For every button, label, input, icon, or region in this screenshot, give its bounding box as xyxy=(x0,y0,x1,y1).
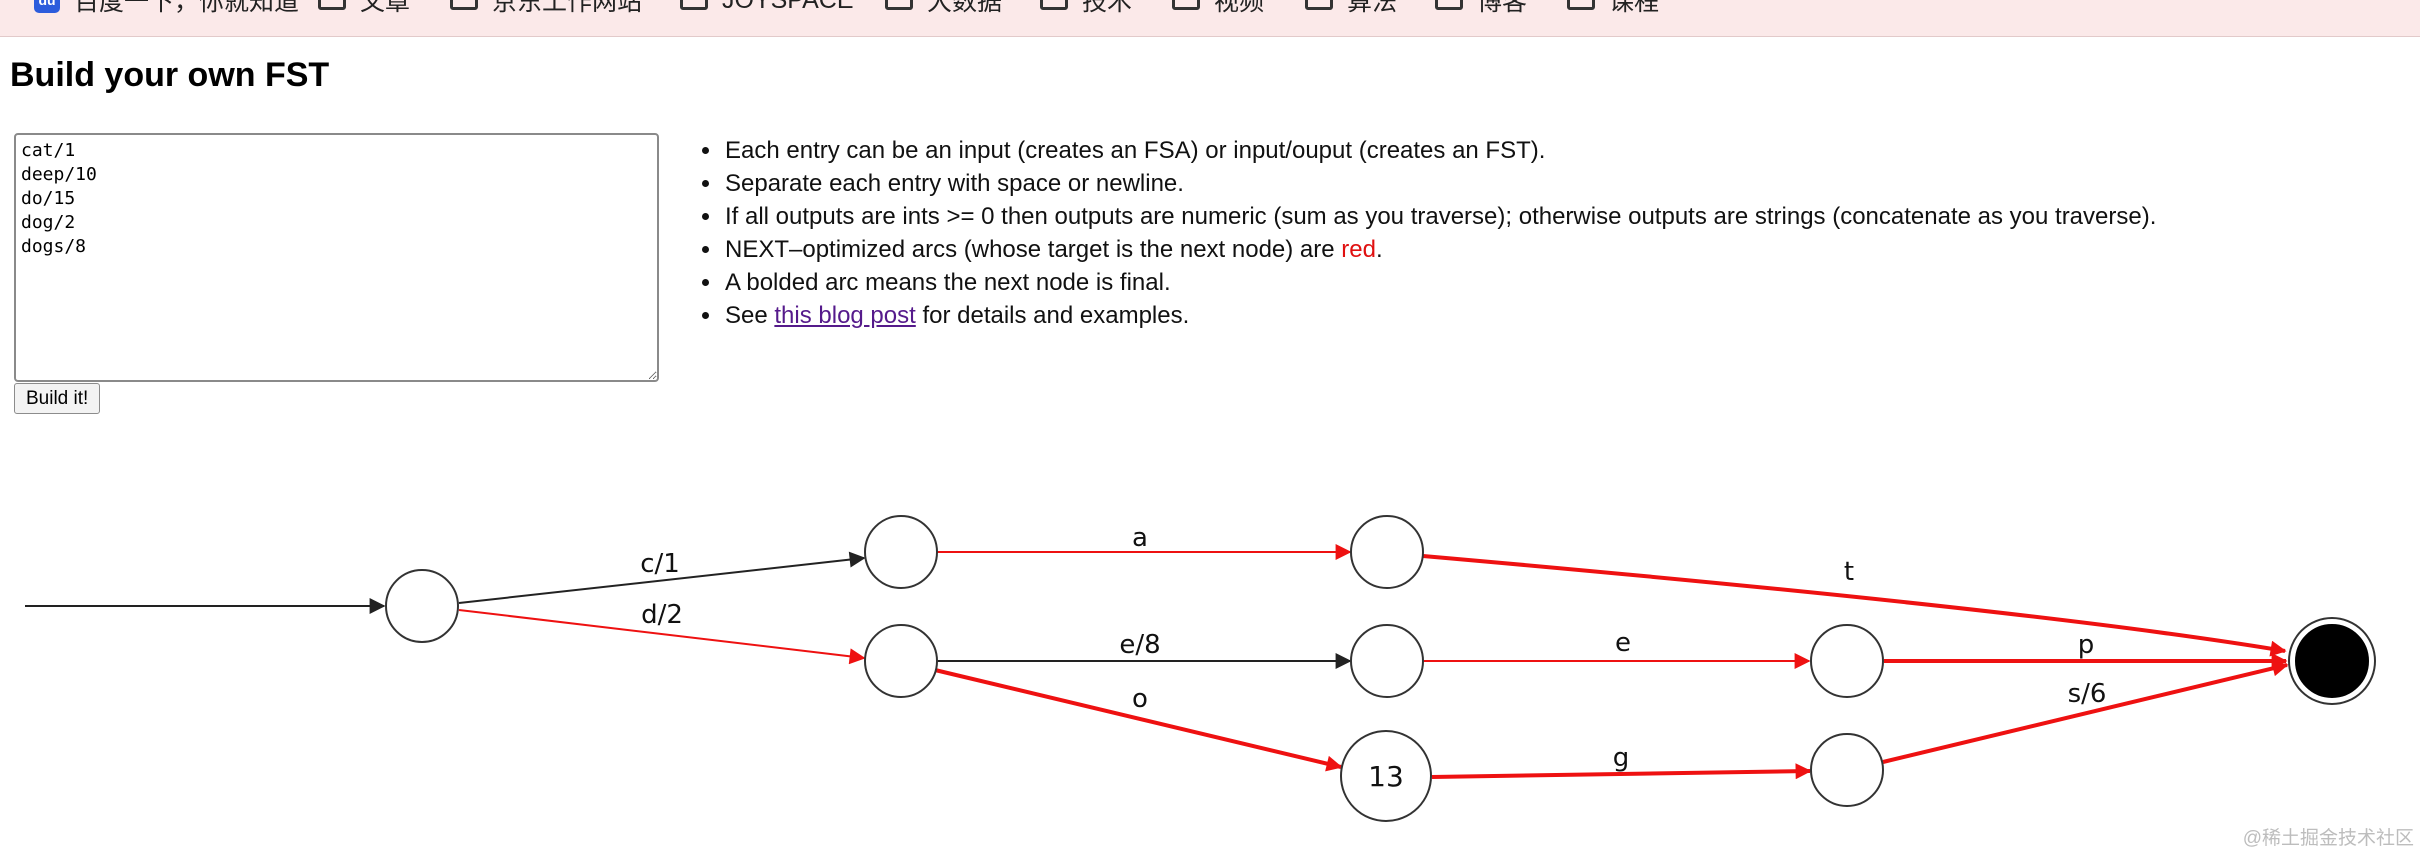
instruction-item: NEXT–optimized arcs (whose target is the… xyxy=(723,233,2156,266)
bookmark-folder-algorithms[interactable]: 算法 xyxy=(1305,0,1397,16)
edge-label-p: p xyxy=(2078,630,2095,660)
folder-icon xyxy=(1040,0,1068,10)
folder-icon xyxy=(1435,0,1463,10)
edge-d xyxy=(458,609,866,665)
blog-post-link[interactable]: this blog post xyxy=(774,302,916,329)
state-node xyxy=(1350,624,1424,698)
edge-o xyxy=(934,668,1343,772)
bookmark-label: 课程 xyxy=(1609,0,1660,16)
edge-label-g: g xyxy=(1613,743,1630,773)
folder-icon xyxy=(680,0,708,10)
edge-s xyxy=(1882,660,2289,764)
instruction-text: NEXT–optimized arcs (whose target is the… xyxy=(725,236,1342,263)
edge-label-e8: e/8 xyxy=(1119,630,1160,660)
edge-label-t: t xyxy=(1844,557,1854,587)
bookmarks-bar: du 百度一下，你就知道 文章 京东工作网站 JOYSPACE 大数据 技术 视… xyxy=(0,0,2420,37)
instruction-text: for details and examples. xyxy=(915,302,1190,329)
edge-label-a: a xyxy=(1132,523,1148,553)
bookmark-folder-articles[interactable]: 文章 xyxy=(318,0,410,16)
edge-label-e: e xyxy=(1615,628,1631,658)
bookmark-label: 视频 xyxy=(1214,0,1265,16)
instruction-text: . xyxy=(1375,236,1383,263)
state-node xyxy=(864,624,938,698)
bookmark-label: 技术 xyxy=(1082,0,1133,16)
edge-c xyxy=(458,551,866,604)
bookmark-label: 文章 xyxy=(360,0,411,16)
instruction-item: If all outputs are ints >= 0 then output… xyxy=(723,200,2156,233)
bookmark-label: 京东工作网站 xyxy=(492,0,643,16)
bookmark-folder-jd-work[interactable]: 京东工作网站 xyxy=(450,0,642,16)
state-node-start xyxy=(385,569,459,643)
folder-icon xyxy=(450,0,478,10)
bookmark-label: 大数据 xyxy=(927,0,1003,16)
bookmark-label: 博客 xyxy=(1477,0,1528,16)
instruction-text: See xyxy=(725,302,775,329)
bookmark-folder-joyspace[interactable]: JOYSPACE xyxy=(680,0,854,14)
baidu-site-icon: du xyxy=(34,0,60,13)
final-state-node xyxy=(2295,624,2369,698)
bookmark-label: 算法 xyxy=(1347,0,1398,16)
folder-icon xyxy=(1172,0,1200,10)
state-node xyxy=(1810,733,1884,807)
bookmark-label: JOYSPACE xyxy=(722,0,854,15)
bookmark-label: 百度一下，你就知道 xyxy=(74,0,300,16)
edge-g xyxy=(1431,763,1812,780)
edge-t xyxy=(1422,554,2287,657)
instruction-item: Separate each entry with space or newlin… xyxy=(723,167,2156,200)
bookmark-folder-tech[interactable]: 技术 xyxy=(1040,0,1132,16)
edge-label-o: o xyxy=(1132,684,1148,714)
folder-icon xyxy=(1305,0,1333,10)
bookmark-baidu[interactable]: du 百度一下，你就知道 xyxy=(34,0,299,16)
red-keyword: red xyxy=(1341,236,1376,263)
instruction-item: See this blog post for details and examp… xyxy=(723,299,2156,332)
state-node xyxy=(864,515,938,589)
edge-label-s: s/6 xyxy=(2068,679,2107,709)
instruction-item: Each entry can be an input (creates an F… xyxy=(723,134,2156,167)
folder-icon xyxy=(1567,0,1595,10)
bookmark-folder-video[interactable]: 视频 xyxy=(1172,0,1264,16)
state-output-label: 13 xyxy=(1368,760,1404,793)
watermark: @稀土掘金技术社区 xyxy=(2242,828,2414,849)
folder-icon xyxy=(318,0,346,10)
edge-label-c: c/1 xyxy=(640,549,680,579)
folder-icon xyxy=(885,0,913,10)
page-title: Build your own FST xyxy=(10,56,330,94)
bookmark-folder-courses[interactable]: 课程 xyxy=(1567,0,1659,16)
build-it-button[interactable]: Build it! xyxy=(14,383,101,414)
bookmark-folder-blogs[interactable]: 博客 xyxy=(1435,0,1527,16)
state-node xyxy=(1810,624,1884,698)
instructions-list: Each entry can be an input (creates an F… xyxy=(698,134,2156,332)
fst-entries-textarea[interactable] xyxy=(14,133,659,382)
instruction-item: A bolded arc means the next node is fina… xyxy=(723,266,2156,299)
state-node-output xyxy=(1340,730,1432,822)
edge-label-d: d/2 xyxy=(641,600,683,630)
state-node xyxy=(1350,515,1424,589)
bookmark-folder-big-data[interactable]: 大数据 xyxy=(885,0,1002,16)
